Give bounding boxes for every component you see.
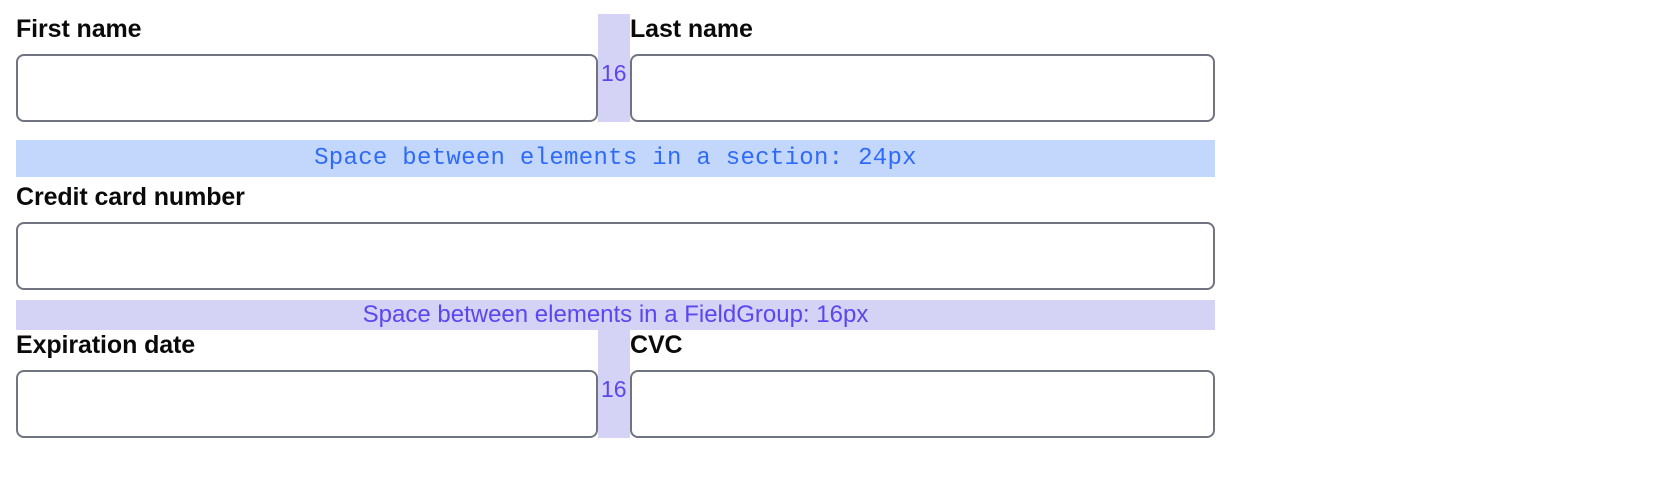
expiry-cvc-fields-row: Expiration date 16 CVC [16, 330, 1215, 438]
last-name-field-block: Last name [630, 14, 1215, 122]
section-spacing-band: Space between elements in a section: 24p… [16, 140, 1215, 177]
cvc-field-block: CVC [630, 330, 1215, 438]
expiry-cvc-row-gap-marker: 16 [598, 330, 630, 438]
cvc-input[interactable] [630, 370, 1215, 438]
expiration-date-field-block: Expiration date [16, 330, 598, 438]
credit-card-field-block: Credit card number [16, 182, 1215, 290]
expiration-date-input[interactable] [16, 370, 598, 438]
section-spacing-label: Space between elements in a section: 24p… [314, 145, 917, 172]
name-fields-row: First name 16 Last name [16, 14, 1215, 122]
expiry-cvc-row-gap-value: 16 [601, 376, 627, 402]
name-row-gap-value: 16 [601, 60, 627, 86]
cvc-label: CVC [630, 331, 683, 359]
fieldgroup-spacing-band: Space between elements in a FieldGroup: … [16, 300, 1215, 330]
last-name-label: Last name [630, 15, 753, 43]
first-name-field-block: First name [16, 14, 598, 122]
credit-card-number-input[interactable] [16, 222, 1215, 290]
fieldgroup-spacing-label: Space between elements in a FieldGroup: … [362, 301, 869, 328]
last-name-input[interactable] [630, 54, 1215, 122]
first-name-label: First name [16, 15, 142, 43]
first-name-input[interactable] [16, 54, 598, 122]
credit-card-number-label: Credit card number [16, 183, 245, 211]
expiration-date-label: Expiration date [16, 331, 196, 359]
name-row-gap-marker: 16 [598, 14, 630, 122]
